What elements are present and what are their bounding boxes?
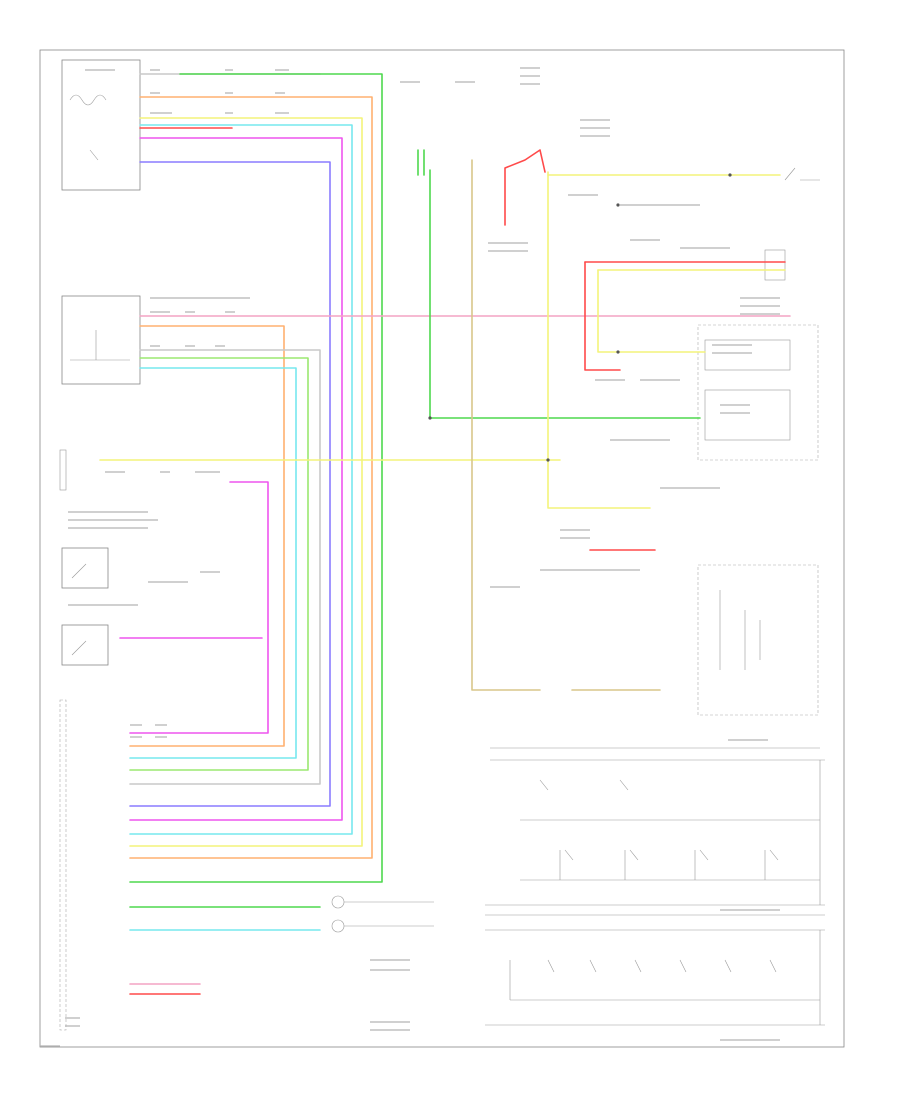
wire-lgreen-app <box>129 357 309 771</box>
brake-booster-sensor <box>764 249 786 281</box>
wire-green-center <box>429 169 701 419</box>
neutral-switch <box>61 624 109 666</box>
wire-magenta-1 <box>129 137 343 821</box>
wire-yellow-right <box>547 171 651 509</box>
wire-gray-app <box>129 349 321 785</box>
wire-bundle-left <box>99 73 791 883</box>
label-ticks <box>40 67 780 1047</box>
wire-bundle-right <box>129 149 786 995</box>
clockspring-symbols <box>331 895 434 933</box>
clutch-pedal-position-switch <box>61 547 109 589</box>
cruise-control-switch-upper <box>485 747 825 906</box>
wire-cyan-app <box>129 367 297 759</box>
ecm-connector-left <box>59 449 67 491</box>
wire-orange-app <box>129 325 285 747</box>
accelerator-pedal-position-sensor <box>61 295 141 385</box>
splice-points <box>428 173 732 462</box>
wire-cyan-1 <box>129 124 353 835</box>
cruise-control-switch-lower <box>485 914 825 1026</box>
pcm-connector-block <box>59 699 67 1031</box>
throttle-body-sensor-connector <box>61 59 141 191</box>
brake-switch <box>784 167 820 181</box>
diagram-border <box>39 49 845 1048</box>
wire-green-1 <box>129 73 383 883</box>
instrument-cluster <box>697 324 819 716</box>
wire-tan-center <box>471 159 541 691</box>
wire-blue-1 <box>129 161 331 807</box>
wire-magenta-ecm <box>129 481 269 734</box>
wire-yellow-1 <box>129 117 363 847</box>
wire-red-squiggle <box>504 149 546 226</box>
wire-orange-1 <box>129 96 373 859</box>
